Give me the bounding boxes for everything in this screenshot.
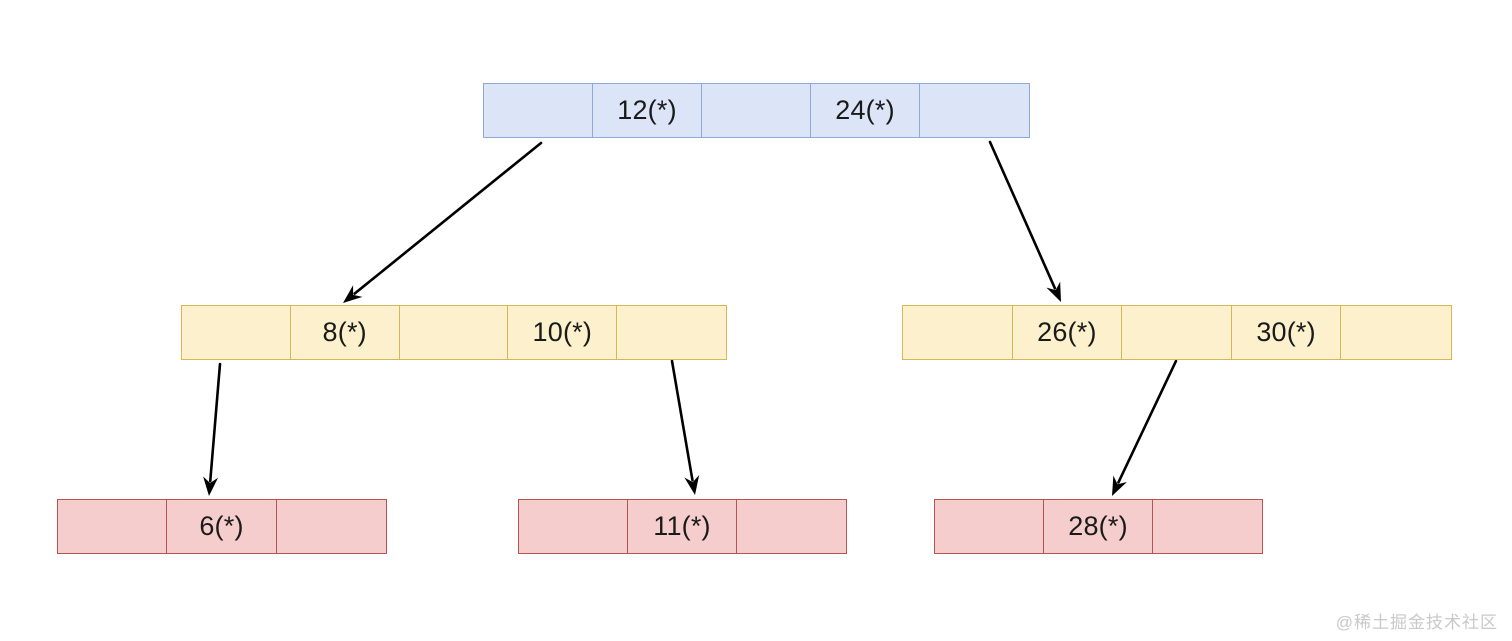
tree-node-root: 12(*) 24(*) (483, 83, 1030, 138)
tree-node-leaf-3: 28(*) (934, 499, 1263, 554)
node-cell-key: 6(*) (167, 500, 277, 553)
node-cell-key: 8(*) (291, 306, 400, 359)
tree-node-leaf-2: 11(*) (518, 499, 847, 554)
watermark-text: @稀土掘金技术社区 (1335, 613, 1498, 632)
node-cell-pointer (737, 500, 846, 553)
node-cell-pointer (1153, 500, 1262, 553)
node-cell-pointer (702, 84, 811, 137)
arrow-root-to-internal-right (988, 140, 1061, 302)
node-cell-pointer (58, 500, 168, 553)
node-cell-pointer (617, 306, 726, 359)
arrow-internal-left-to-leaf-1 (203, 362, 222, 496)
tree-node-internal-right: 26(*) 30(*) (902, 305, 1452, 360)
node-cell-key: 11(*) (628, 500, 737, 553)
node-cell-pointer (903, 306, 1013, 359)
node-cell-key: 10(*) (508, 306, 618, 359)
node-cell-key: 28(*) (1044, 500, 1153, 553)
node-cell-key: 12(*) (593, 84, 702, 137)
node-cell-pointer (1122, 306, 1232, 359)
node-cell-key: 26(*) (1013, 306, 1123, 359)
node-cell-pointer (182, 306, 291, 359)
node-cell-pointer (1341, 306, 1451, 359)
node-cell-pointer (519, 500, 628, 553)
tree-node-leaf-1: 6(*) (57, 499, 387, 554)
node-cell-key: 30(*) (1232, 306, 1342, 359)
node-cell-pointer (277, 500, 386, 553)
node-cell-pointer (400, 306, 509, 359)
arrow-root-to-internal-left (343, 141, 543, 303)
arrow-internal-left-to-leaf-2 (670, 359, 700, 495)
tree-node-internal-left: 8(*) 10(*) (181, 305, 727, 360)
node-cell-key: 24(*) (811, 84, 920, 137)
node-cell-pointer (920, 84, 1029, 137)
node-cell-pointer (935, 500, 1044, 553)
node-cell-pointer (484, 84, 593, 137)
arrow-internal-right-to-leaf-3 (1112, 359, 1178, 496)
